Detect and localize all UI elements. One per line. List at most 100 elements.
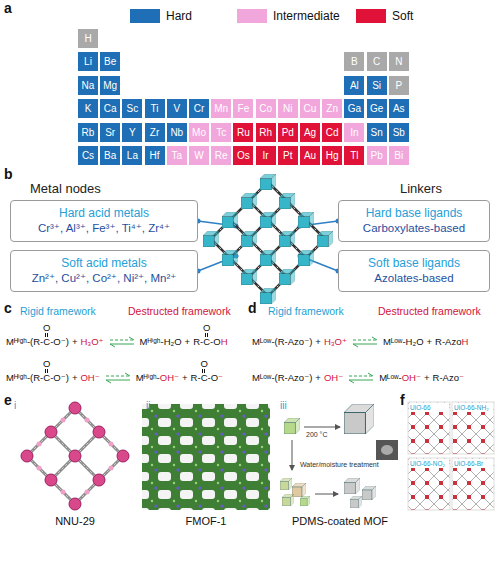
small-cluster [61,418,66,423]
element-symbol: V [173,103,180,114]
metal-node [241,193,257,209]
element-cell: Re [211,146,231,165]
element-cell: Ru [233,123,253,142]
carbon-atom: C [203,336,210,347]
element-symbol: N [395,56,402,67]
figure-label: d [248,300,257,317]
small-cluster [37,442,42,447]
element-symbol: As [393,103,405,114]
process-arrow [315,494,338,495]
metal-node [222,250,238,266]
figure-label: UiO-66-NH₂ [454,404,489,412]
element-symbol: Zr [150,127,159,138]
element-symbol: Rh [259,127,272,138]
element-cell: Ba [100,146,120,165]
formula-part: H [462,336,469,347]
legend-text: Intermediate [273,9,340,23]
element-symbol: Zn [326,103,338,114]
element-cell: Nb [167,123,187,142]
element-symbol: Be [104,56,116,67]
figure-label: UiO-66-Br [454,460,483,468]
mof-linkers [211,182,325,296]
element-cell: Mo [189,123,209,142]
element-cell: Ti [145,99,165,118]
mof-nodes [203,174,333,304]
uio-structure [408,402,450,454]
box-heading: Soft acid metals [61,256,146,272]
nnu-small-clusters [37,418,114,495]
element-symbol: Tl [350,150,358,161]
forward-arrow [349,376,373,377]
figure-label: Rigid framework [268,305,344,318]
element-symbol: Ag [304,127,316,138]
carbonyl-group: CO [203,336,210,347]
element-symbol: Fe [238,103,250,114]
figure-label: a [4,0,12,17]
uio-structure [452,458,494,510]
arrow-head [353,344,358,347]
fmof-structure [142,404,270,510]
figure-label: Metal nodes [30,181,101,197]
metal-node [279,269,295,285]
element-symbol: Tc [216,127,226,138]
process-arrow [304,427,340,428]
coated-crystal [362,486,376,500]
formula-part: R- [191,372,201,383]
formula-part: Mᴴⁱᵍʰ-(R- [6,336,43,347]
element-cell: Cs [78,146,98,165]
element-cell: V [167,99,187,118]
element-cell: Ir [256,146,276,165]
element-symbol: B [351,56,358,67]
element-cell: W [189,146,209,165]
coated-crystal [344,478,360,494]
element-cell: Mn [211,99,231,118]
metal-node [222,212,238,228]
element-cell: Ge [367,99,387,118]
nnu-linkers [27,408,123,504]
formula-part: Mᴴⁱᵍʰ-H₂O [140,336,182,347]
formula-part: + [427,336,433,347]
mof-crystal [282,494,294,506]
element-symbol: Au [304,150,316,161]
formula-part: -O [208,372,219,383]
figure-label: ii [146,400,150,412]
reverse-arrow [110,344,134,345]
forward-arrow [106,376,130,377]
label-band [409,403,449,412]
equilibrium-arrow [351,336,379,348]
element-cell: In [344,123,364,142]
nnu-linker-detail [27,408,123,504]
element-cell: Sn [367,123,387,142]
label-band [409,459,449,468]
element-cell: Cu [300,99,320,118]
reverse-arrow [349,380,373,381]
element-symbol: Li [84,56,92,67]
figure-label: Destructed framework [128,305,231,318]
figure-label: UiO-66-NO₂ [410,460,445,468]
element-symbol: Cu [304,103,317,114]
box-body: Carboxylates-based [363,221,465,236]
box-body: Zn²⁺, Cu²⁺, Co²⁺, Ni²⁺, Mn²⁺ [32,271,177,286]
metal-cluster [69,498,81,510]
metal-node [260,288,276,304]
small-cluster [109,466,114,471]
element-cell: C [367,52,387,71]
element-symbol: Os [237,150,250,161]
metal-cluster [93,426,105,438]
element-cell: Ni [278,99,298,118]
element-cell: N [389,52,409,71]
figure-label: Water/moisture treatment [300,461,379,469]
element-symbol: Hg [326,150,339,161]
element-symbol: Si [372,80,381,91]
element-symbol: Ba [104,150,116,161]
figure-label: b [4,166,13,183]
metal-node [260,250,276,266]
metal-node [279,193,295,209]
metal-node [260,212,276,228]
equation-row: Mᴸᵒʷ-(R-Azo⁻)+H₃O⁺Mᴸᵒʷ-H₂O+R-AzoH [252,336,468,348]
element-symbol: Co [259,103,272,114]
element-symbol: Ga [348,103,361,114]
element-symbol: Nb [170,127,183,138]
element-symbol: Sn [370,127,382,138]
